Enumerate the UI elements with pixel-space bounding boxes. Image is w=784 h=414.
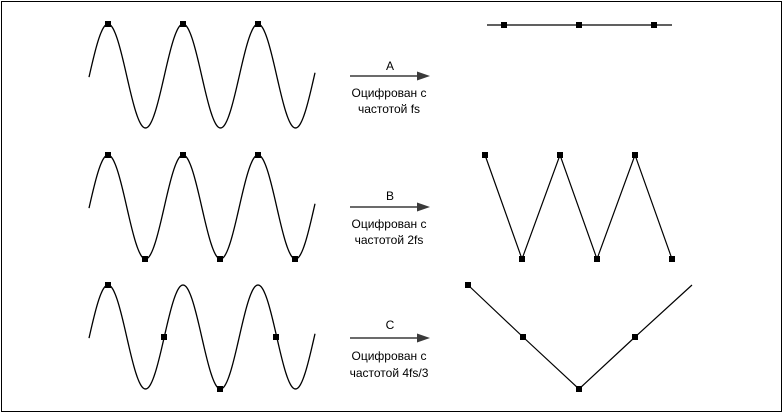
- row-b: B Оцифрован с частотой 2fs: [88, 152, 675, 262]
- reconstructed-point: [520, 334, 526, 340]
- arrow-c: [350, 333, 430, 343]
- reconstructed-point: [465, 282, 471, 288]
- sample-point: [142, 256, 148, 262]
- sample-point: [105, 282, 111, 288]
- sine-wave-a: [88, 23, 316, 129]
- sine-wave-b: [88, 154, 316, 260]
- label-b-line2: частотой 2fs: [355, 233, 424, 247]
- reconstructed-point: [669, 256, 675, 262]
- sample-point: [292, 256, 298, 262]
- reconstructed-point: [594, 256, 600, 262]
- reconstructed-point: [632, 152, 638, 158]
- sample-point: [105, 152, 111, 158]
- reconstructed-point: [576, 22, 582, 28]
- sample-point: [180, 21, 186, 27]
- sample-point: [161, 334, 167, 340]
- arrow-c-head: [417, 333, 430, 343]
- recon-samples-c: [465, 282, 638, 392]
- sample-point: [255, 152, 261, 158]
- label-c-line2: частотой 4fs/3: [350, 366, 429, 380]
- sample-point: [273, 334, 279, 340]
- wave-samples-c: [105, 282, 279, 392]
- label-a-line1: Оцифрован с: [351, 86, 426, 100]
- reconstructed-point: [651, 22, 657, 28]
- reconstructed-point: [557, 152, 563, 158]
- row-a: A Оцифрован с частотой fs: [88, 21, 672, 129]
- sample-point: [180, 152, 186, 158]
- arrow-a: [350, 71, 430, 81]
- label-a-line2: частотой fs: [358, 102, 420, 116]
- label-b-line1: Оцифрован с: [351, 217, 426, 231]
- recon-samples-b: [482, 152, 675, 262]
- arrow-b: [350, 202, 430, 212]
- arrow-b-head: [417, 202, 430, 212]
- sample-point: [217, 256, 223, 262]
- reconstructed-point: [576, 386, 582, 392]
- reconstructed-point: [519, 256, 525, 262]
- sample-point: [255, 21, 261, 27]
- reconstructed-point: [632, 334, 638, 340]
- arrow-a-head: [417, 71, 430, 81]
- label-a-letter: A: [386, 59, 394, 73]
- reconstructed-point: [501, 22, 507, 28]
- reconstructed-point: [482, 152, 488, 158]
- sample-point: [217, 386, 223, 392]
- sample-point: [105, 21, 111, 27]
- label-b-letter: B: [386, 189, 394, 203]
- row-c: C Оцифрован с частотой 4fs/3: [88, 282, 693, 392]
- recon-samples-a: [501, 22, 657, 28]
- label-c-letter: C: [386, 318, 395, 332]
- reconstructed-signal-b: [484, 153, 673, 261]
- wave-samples-a: [105, 21, 261, 27]
- wave-samples-b: [105, 152, 298, 262]
- label-c-line1: Оцифрован с: [351, 349, 426, 363]
